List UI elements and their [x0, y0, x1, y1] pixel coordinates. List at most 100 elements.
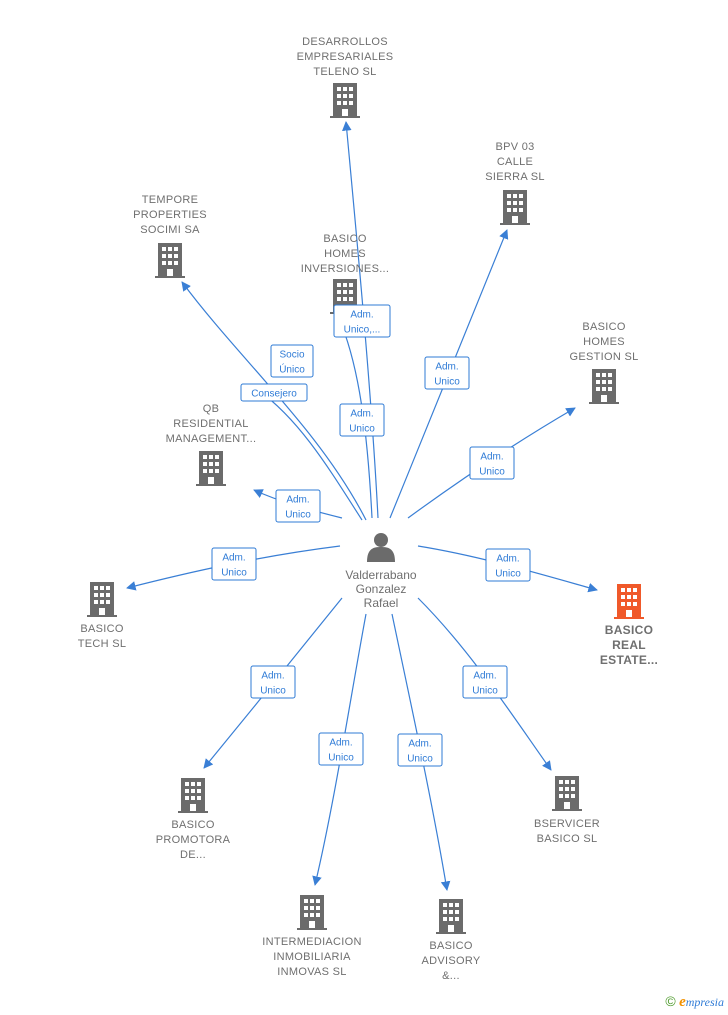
edge-label-box	[333, 304, 391, 338]
person-label-line: Valderrabano	[345, 568, 416, 582]
edge-label-bservicer[interactable]: Adm. Unico	[462, 665, 508, 699]
footer-brand: © empresia	[665, 993, 724, 1011]
edge-label-text: Adm.	[473, 671, 496, 682]
edge-label-text: Unico	[349, 424, 375, 435]
edge-label-text: Unico	[495, 569, 521, 580]
company-label-line: EMPRESARIALES	[297, 51, 394, 63]
company-label-line: CALLE	[497, 156, 533, 168]
edge-label-text: Unico	[407, 754, 433, 765]
company-label-line: BSERVICER	[534, 818, 600, 830]
edge-label-bpv03[interactable]: Adm. Unico	[424, 356, 470, 390]
building-icon	[297, 895, 327, 930]
company-label-line: INMOVAS SL	[277, 966, 346, 978]
edge-label-intermediacion[interactable]: Adm. Unico	[318, 732, 364, 766]
edge-label-text: Adm.	[435, 362, 458, 373]
company-label-line: INMOBILIARIA	[273, 951, 351, 963]
company-node-basico_real_estate[interactable]: BASICOREALESTATE...	[600, 584, 658, 667]
edge-label-text: Adm.	[350, 310, 373, 321]
building-icon	[155, 243, 185, 278]
edge-label-basico_homes_inv[interactable]: Adm. Unico,...	[333, 304, 391, 338]
company-node-basico_advisory[interactable]: BASICO ADVISORY &...	[421, 899, 481, 982]
company-label-line: BASICO	[582, 321, 626, 333]
edge-label-box	[339, 403, 385, 437]
edge-label-text: Socio	[279, 350, 304, 361]
edge-label-box	[469, 446, 515, 480]
edge-label-desarrollos[interactable]: Adm. Unico	[339, 403, 385, 437]
edge-label-text: Unico	[328, 753, 354, 764]
building-icon	[178, 778, 208, 813]
person-label-line: Gonzalez	[356, 582, 407, 596]
company-label-line: MANAGEMENT...	[166, 433, 257, 445]
edge-label-tempore[interactable]: Consejero	[240, 383, 308, 402]
edge-label-text: Único	[279, 363, 305, 376]
edge-label-box	[270, 344, 314, 378]
company-label-line: BASICO	[323, 233, 367, 245]
edge-label-basico_tech[interactable]: Adm.Unico	[211, 547, 257, 581]
edge-label-box	[275, 489, 321, 523]
company-label-line: BASICO	[605, 623, 653, 637]
edge-label-text: Unico	[434, 377, 460, 388]
edge-label-box	[397, 733, 443, 767]
company-node-bservicer[interactable]: BSERVICER BASICO SL	[534, 776, 600, 845]
edge-label-text: Adm.	[261, 671, 284, 682]
building-icon	[614, 584, 644, 619]
company-label-line: INVERSIONES...	[301, 263, 390, 275]
edge-label-basico_real_estate[interactable]: Adm. Unico	[485, 548, 531, 582]
edge-label-box	[240, 383, 308, 402]
edge-label-text: Unico	[221, 568, 247, 579]
edge-label-basico_promotora[interactable]: Adm.Unico	[250, 665, 296, 699]
building-icon	[552, 776, 582, 811]
company-label-line: BPV 03	[495, 141, 534, 153]
company-label-line: BASICO	[171, 819, 215, 831]
brand-logo-text: mpresia	[685, 995, 724, 1009]
edge-label-text: Adm.	[496, 554, 519, 565]
company-label-line: TEMPORE	[142, 194, 199, 206]
edge-label-box	[250, 665, 296, 699]
building-icon	[196, 451, 226, 486]
edge-label-text: Unico	[472, 686, 498, 697]
edge-label-text: Adm.	[408, 739, 431, 750]
edge-label-box	[462, 665, 508, 699]
copyright-icon: ©	[665, 993, 676, 1009]
company-node-basico_homes_inv[interactable]: BASICOHOMESINVERSIONES...	[301, 233, 390, 314]
company-label-line: RESIDENTIAL	[173, 418, 248, 430]
company-label-line: TECH SL	[78, 638, 127, 650]
edge-label-text: Consejero	[251, 389, 297, 400]
company-label-line: ESTATE...	[600, 653, 658, 667]
company-label-line: &...	[442, 970, 460, 982]
edge-label-basico_homes_gestion[interactable]: Adm.Unico	[469, 446, 515, 480]
company-label-line: GESTION SL	[569, 351, 638, 363]
edge-label-text: Adm.	[480, 452, 503, 463]
company-node-qb_residential[interactable]: QBRESIDENTIALMANAGEMENT...	[166, 403, 257, 486]
person-label-line: Rafael	[364, 596, 399, 610]
building-icon	[87, 582, 117, 617]
edge-line-tempore	[257, 389, 363, 521]
company-label-line: REAL	[612, 638, 646, 652]
person-icon	[367, 533, 395, 562]
company-label-line: ADVISORY	[421, 955, 480, 967]
edge-label-text: Adm.	[329, 738, 352, 749]
company-label-line: DE...	[180, 849, 206, 861]
company-label-line: DESARROLLOS	[302, 36, 388, 48]
edge-label-basico_advisory[interactable]: Adm. Unico	[397, 733, 443, 767]
company-label-line: BASICO SL	[537, 833, 598, 845]
company-node-basico_promotora[interactable]: BASICOPROMOTORADE...	[156, 778, 231, 861]
edge-label-qb_residential[interactable]: Adm.Unico	[275, 489, 321, 523]
edge-label-text: Adm.	[350, 409, 373, 420]
building-icon	[436, 899, 466, 934]
company-label-line: INTERMEDIACION	[262, 936, 362, 948]
edge-label-text: Adm.	[286, 495, 309, 506]
edge-label-text: Unico,...	[344, 325, 381, 336]
company-node-intermediacion[interactable]: INTERMEDIACION INMOBILIARIA INMOVAS SL	[262, 895, 362, 978]
building-icon	[589, 369, 619, 404]
company-label-line: BASICO	[429, 940, 473, 952]
